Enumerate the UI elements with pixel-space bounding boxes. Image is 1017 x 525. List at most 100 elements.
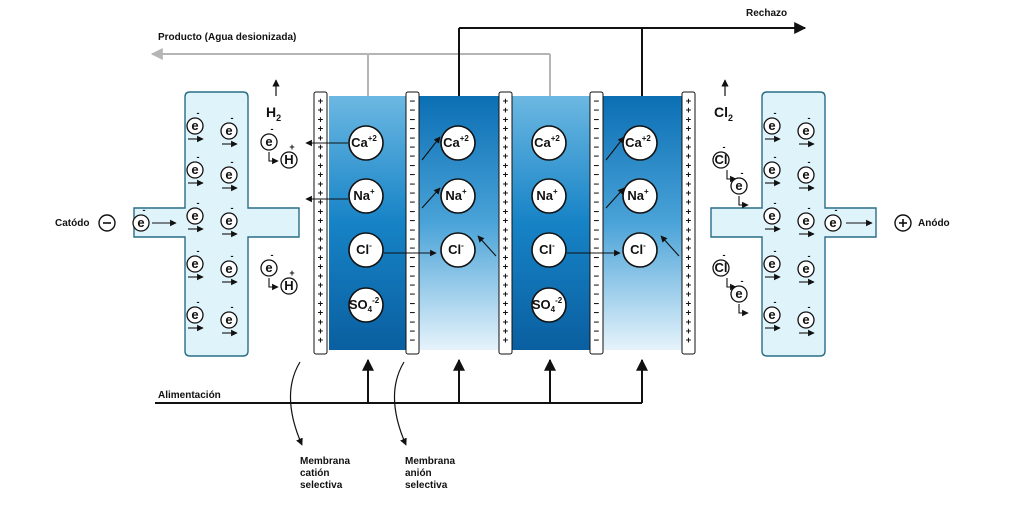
svg-text:+: + — [318, 217, 324, 227]
svg-text:+: + — [686, 272, 692, 282]
svg-text:-: - — [774, 108, 777, 118]
svg-text:Na+: Na+ — [536, 187, 558, 203]
svg-text:+: + — [686, 134, 692, 144]
anode-chloride-ion: Cl- — [712, 142, 730, 169]
svg-text:+: + — [503, 161, 509, 171]
svg-text:−: − — [594, 189, 600, 199]
svg-text:−: − — [594, 299, 600, 309]
svg-text:−: − — [410, 290, 416, 300]
svg-text:-: - — [808, 157, 811, 167]
svg-text:e: e — [802, 261, 809, 276]
chamber-2-ion: Ca+2 — [440, 125, 476, 161]
svg-text:−: − — [410, 180, 416, 190]
svg-text:+: + — [318, 106, 324, 116]
svg-text:-: - — [723, 250, 726, 260]
cathode-electron: e- — [186, 152, 204, 179]
svg-text:Na+: Na+ — [353, 187, 375, 203]
svg-text:+: + — [503, 134, 509, 144]
svg-text:−: − — [594, 235, 600, 245]
svg-text:e: e — [191, 307, 198, 322]
svg-text:−: − — [410, 171, 416, 181]
svg-text:−: − — [594, 143, 600, 153]
svg-text:−: − — [410, 263, 416, 273]
svg-text:+: + — [318, 97, 324, 107]
svg-text:e: e — [768, 256, 775, 271]
svg-text:−: − — [594, 161, 600, 171]
svg-text:−: − — [410, 189, 416, 199]
svg-text:e: e — [265, 260, 272, 275]
membranes: +++++++++++++++++++++++++++−−−−−−−−−−−−−… — [313, 91, 696, 355]
svg-text:+: + — [686, 253, 692, 263]
svg-text:+: + — [318, 244, 324, 254]
svg-text:+: + — [318, 189, 324, 199]
chamber-2-ion: Cl- — [440, 232, 476, 268]
svg-text:+: + — [318, 290, 324, 300]
svg-text:H: H — [284, 278, 293, 293]
chamber-1-ion: Na+ — [348, 178, 384, 214]
cation-membrane-1: +++++++++++++++++++++++++++ — [313, 91, 328, 355]
svg-text:+: + — [503, 226, 509, 236]
svg-text:−: − — [594, 97, 600, 107]
svg-text:+: + — [686, 171, 692, 181]
svg-text:+: + — [503, 281, 509, 291]
svg-text:+: + — [318, 207, 324, 217]
svg-text:e: e — [137, 215, 144, 230]
cathode-electron: e- — [186, 246, 204, 273]
svg-text:-: - — [231, 251, 234, 261]
svg-text:Cl-: Cl- — [539, 241, 555, 257]
anode-reaction-arrow — [738, 304, 749, 317]
svg-text:−: − — [594, 327, 600, 337]
svg-text:−: − — [594, 217, 600, 227]
svg-text:+: + — [686, 152, 692, 162]
svg-text:+: + — [686, 299, 692, 309]
svg-text:+: + — [503, 253, 509, 263]
svg-text:−: − — [410, 134, 416, 144]
svg-text:Cl-: Cl- — [356, 241, 372, 257]
cathode-reaction-electron: e- — [260, 124, 278, 151]
svg-text:−: − — [410, 299, 416, 309]
svg-text:+: + — [318, 125, 324, 135]
svg-text:-: - — [197, 152, 200, 162]
anion-membrane-4: −−−−−−−−−−−−−−−−−−−−−−−−−−− — [589, 91, 604, 355]
svg-text:-: - — [231, 302, 234, 312]
svg-text:e: e — [768, 118, 775, 133]
svg-text:+: + — [318, 318, 324, 328]
svg-text:+: + — [503, 125, 509, 135]
svg-text:e: e — [225, 312, 232, 327]
anode-reaction-arrow — [738, 196, 749, 209]
chamber-3-ion: SO4-2 — [531, 287, 567, 323]
svg-text:−: − — [410, 217, 416, 227]
anode-reaction-electron: e- — [730, 276, 748, 303]
svg-text:+: + — [503, 244, 509, 254]
svg-text:H: H — [284, 152, 293, 167]
svg-text:−: − — [410, 125, 416, 135]
svg-text:−: − — [594, 290, 600, 300]
anode-electron: e- — [763, 297, 781, 324]
svg-text:−: − — [410, 272, 416, 282]
svg-text:+: + — [318, 171, 324, 181]
cation-membrane-label: Membrana catión selectiva — [300, 456, 353, 491]
svg-text:+: + — [686, 198, 692, 208]
svg-text:+: + — [318, 309, 324, 319]
svg-text:−: − — [594, 134, 600, 144]
svg-text:+: + — [503, 336, 509, 346]
svg-text:Ca+2: Ca+2 — [625, 134, 651, 150]
svg-text:+: + — [503, 171, 509, 181]
cathode-minus-symbol — [98, 214, 116, 232]
svg-text:−: − — [594, 281, 600, 291]
anion-membrane-callout-arrow — [393, 361, 407, 446]
svg-text:+: + — [318, 235, 324, 245]
hydrogen-gas: H2 — [266, 79, 281, 123]
svg-text:e: e — [735, 286, 742, 301]
svg-text:+: + — [686, 115, 692, 125]
anode-electron: e- — [797, 251, 815, 278]
svg-text:+: + — [503, 115, 509, 125]
svg-text:Ca+2: Ca+2 — [351, 134, 377, 150]
svg-text:−: − — [594, 318, 600, 328]
product-outlet-line — [150, 48, 551, 96]
chamber-3-ion: Ca+2 — [531, 125, 567, 161]
svg-text:−: − — [594, 263, 600, 273]
svg-text:Cl2: Cl2 — [714, 104, 733, 123]
anion-membrane-2: −−−−−−−−−−−−−−−−−−−−−−−−−−− — [405, 91, 420, 355]
svg-text:+: + — [686, 143, 692, 153]
